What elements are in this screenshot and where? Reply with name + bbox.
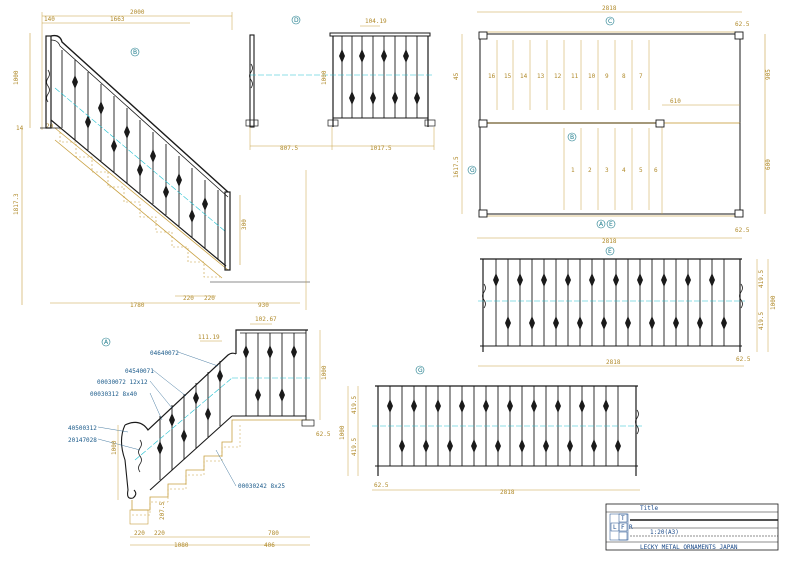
dim-a-6: 1080 [174, 542, 189, 549]
stair-no-8: 8 [622, 73, 626, 80]
view-g-railing: G 2818 62.5 4 [339, 365, 642, 496]
dim-a-5: 220 [154, 530, 165, 537]
title-block: Title 1:20(A3) LECKY METAL ORNAMENTS JAP… [605, 503, 779, 551]
dim-c-2: 905 [765, 69, 772, 80]
title-company: LECKY METAL ORNAMENTS JAPAN [640, 544, 738, 551]
stair-no-1: 1 [571, 167, 575, 174]
tb-cell-r: R [629, 524, 633, 531]
part-label-6: 00030242 8x25 [238, 483, 285, 490]
dim-a-10: 62.5 [316, 431, 331, 438]
dim-c-7: 610 [670, 98, 681, 105]
view-c-sub-b: B [570, 134, 574, 141]
dim-a-0: 111.19 [198, 334, 220, 341]
view-d-side-elevation: D 104.19 [245, 15, 436, 152]
part-label-3: 00030312 8x40 [90, 391, 137, 398]
dim-d-0: 104.19 [365, 18, 387, 25]
dim-b-6: 220 [183, 295, 194, 302]
dim-g-4: 62.5 [374, 482, 389, 489]
stair-no-16: 16 [488, 73, 496, 80]
dim-c-6: 1617.5 [453, 156, 460, 178]
view-d-label: D [294, 17, 299, 24]
view-a-stair-detail: A [68, 316, 331, 549]
view-c-sub-a: A [599, 221, 604, 228]
stair-no-2: 2 [588, 167, 592, 174]
dim-e-4: 62.5 [736, 356, 751, 363]
stair-no-13: 13 [537, 73, 545, 80]
dim-a-2: 1000 [321, 365, 328, 380]
dim-a-4: 220 [134, 530, 145, 537]
dim-e-2: 1000 [770, 295, 777, 310]
view-b-stair-elevation: 2000 1663 140 1000 1817.3 14 20 1780 220… [13, 9, 310, 310]
stair-no-7: 7 [639, 73, 643, 80]
dim-d-3: 1017.5 [370, 145, 392, 152]
dim-a-7: 780 [268, 530, 279, 537]
dim-e-1: 419.5 [758, 312, 765, 330]
dim-b-2: 140 [44, 16, 55, 23]
title-scale: 1:20(A3) [650, 529, 679, 536]
dim-a-3: 1000 [111, 440, 118, 455]
dim-g-2: 1000 [339, 425, 346, 440]
dim-a-1: 102.67 [255, 316, 277, 323]
part-label-4: 40500312 [68, 425, 97, 432]
part-label-2: 00030072 12x12 [97, 379, 148, 386]
dim-a-9: 207.5 [159, 502, 166, 520]
view-e-label: E [608, 248, 612, 255]
tb-cell-l: L [613, 524, 617, 531]
stair-no-4: 4 [622, 167, 626, 174]
stair-no-14: 14 [520, 73, 528, 80]
dim-b-7: 220 [204, 295, 215, 302]
stair-no-6: 6 [654, 167, 658, 174]
dim-c-8: 45 [453, 72, 460, 80]
stair-no-12: 12 [554, 73, 562, 80]
view-c-sub-g: G [470, 167, 475, 174]
dim-c-4: 2818 [602, 238, 617, 245]
stair-no-9: 9 [605, 73, 609, 80]
view-e-railing: E 2818 62.5 [478, 246, 777, 367]
dim-b-1: 1663 [110, 16, 125, 23]
stair-no-15: 15 [504, 73, 512, 80]
dim-b-9: 300 [241, 219, 248, 230]
view-c-sub-e: E [609, 221, 613, 228]
dim-d-1: 1000 [321, 70, 328, 85]
stair-no-11: 11 [571, 73, 579, 80]
part-label-5: 20147028 [68, 437, 97, 444]
view-c-label: C [608, 18, 612, 25]
dim-b-11: 20 [46, 123, 54, 130]
dim-c-3: 600 [765, 159, 772, 170]
dim-g-1: 419.5 [351, 438, 358, 456]
dim-d-2: 807.5 [280, 145, 298, 152]
dim-g-0: 419.5 [351, 396, 358, 414]
dim-c-0: 2818 [602, 5, 617, 12]
dim-c-1: 62.5 [735, 21, 750, 28]
stair-no-10: 10 [588, 73, 596, 80]
view-b-label: B [133, 49, 137, 56]
tb-cell-f: F [621, 524, 625, 531]
view-c-plan: C 2818 62.5 16 15 14 13 12 11 10 9 8 7 [453, 5, 772, 245]
dim-b-4: 1817.3 [13, 193, 20, 215]
view-g-label: G [418, 367, 423, 374]
title-field-label: Title [640, 505, 658, 512]
part-label-0: 04640072 [150, 350, 179, 357]
tb-cell-t: T [621, 515, 625, 522]
dim-b-10: 14 [16, 125, 24, 132]
view-a-label: A [104, 339, 109, 346]
dim-c-5: 62.5 [735, 227, 750, 234]
dim-b-8: 930 [258, 302, 269, 309]
dim-b-0: 2000 [130, 9, 145, 16]
part-label-1: 04540071 [125, 368, 154, 375]
stair-no-3: 3 [605, 167, 609, 174]
dim-e-0: 419.5 [758, 270, 765, 288]
dim-a-8: 406 [264, 542, 275, 549]
dim-e-3: 2818 [606, 359, 621, 366]
stair-no-5: 5 [639, 167, 643, 174]
dim-b-3: 1000 [13, 70, 20, 85]
dim-b-5: 1780 [130, 302, 145, 309]
dim-g-3: 2818 [500, 489, 515, 496]
